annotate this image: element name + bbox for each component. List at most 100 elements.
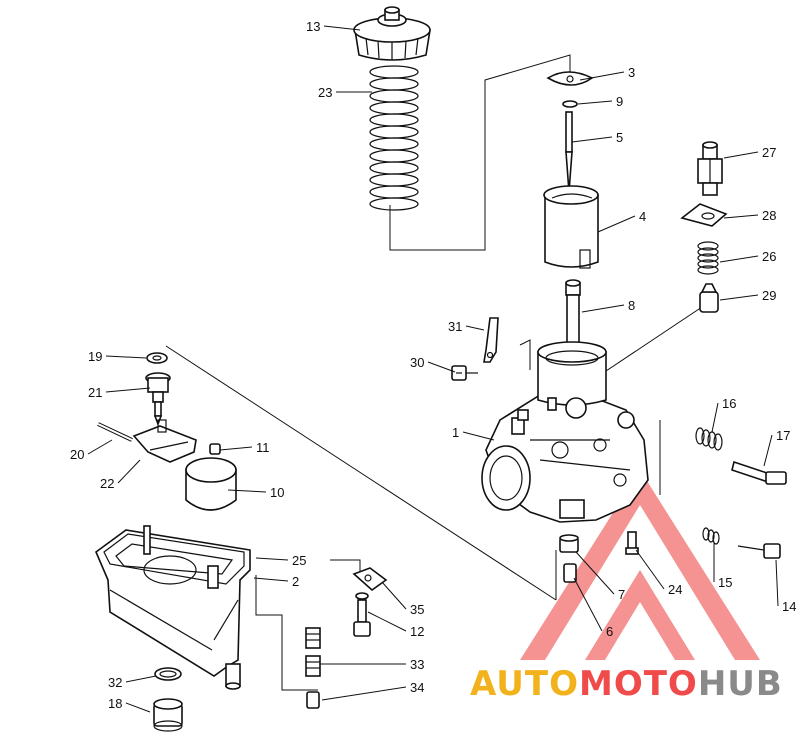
leader-line-26 (719, 255, 759, 263)
callout-24: 24 (668, 582, 682, 597)
leader-line-14 (775, 559, 779, 607)
leader-line-29 (719, 294, 759, 301)
callout-13: 13 (306, 19, 320, 34)
part-4-throttle-valve (543, 185, 599, 269)
callout-15: 15 (718, 575, 732, 590)
leader-line-24 (635, 549, 665, 590)
part-34-screw (306, 691, 320, 709)
watermark-triangle-logo (520, 470, 760, 660)
part-21-needle-valve (145, 372, 171, 427)
callout-5: 5 (616, 130, 623, 145)
leader-line-32 (125, 675, 157, 683)
assembly-border-lines (165, 54, 706, 691)
part-18-drain-plug (153, 698, 183, 732)
callout-18: 18 (108, 696, 122, 711)
callout-23: 23 (318, 85, 332, 100)
callout-11: 11 (256, 440, 270, 455)
callout-6: 6 (606, 624, 613, 639)
callout-17: 17 (776, 428, 790, 443)
callout-9: 9 (616, 94, 623, 109)
leader-line-6 (573, 577, 603, 632)
part-17-idle-screw (731, 460, 787, 485)
part-27-fitting (697, 141, 723, 196)
watermark-moto: MOTO (578, 664, 698, 704)
watermark-text: AUTOMOTOHUB (470, 664, 783, 704)
part-1-carburetor-body (481, 341, 649, 523)
callout-10: 10 (270, 485, 284, 500)
part-26-spring (697, 241, 719, 275)
leader-line-12 (367, 611, 407, 632)
leader-line-11 (219, 446, 253, 451)
part-6-main-jet (563, 563, 577, 583)
callout-27: 27 (762, 145, 776, 160)
leader-line-4 (597, 215, 636, 233)
callout-22: 22 (100, 476, 114, 491)
part-31-bracket (483, 317, 499, 363)
part-2-float-bowl (95, 525, 251, 690)
leader-line-31 (465, 325, 485, 331)
automotohub-watermark: AUTOMOTOHUB (470, 660, 800, 710)
leader-line-10 (227, 489, 267, 493)
part-11-float-pin (209, 443, 221, 455)
leader-line-35 (381, 581, 407, 610)
part-33-spring (305, 627, 321, 677)
callout-26: 26 (762, 249, 776, 264)
callout-8: 8 (628, 298, 635, 313)
leader-line-27 (723, 151, 759, 159)
callout-16: 16 (722, 396, 736, 411)
leader-line-34 (321, 686, 407, 701)
part-29-plunger (699, 283, 719, 313)
leader-line-30 (427, 361, 456, 373)
callout-2: 2 (292, 574, 299, 589)
leader-line-21 (105, 387, 151, 393)
callout-32: 32 (108, 675, 122, 690)
part-32-o-ring (154, 667, 182, 681)
part-16-spring (695, 427, 723, 451)
leader-line-17 (763, 434, 773, 467)
part-14-air-screw (737, 543, 781, 559)
callout-35: 35 (410, 602, 424, 617)
leader-line-28 (723, 214, 759, 219)
leader-line-18 (125, 702, 151, 713)
callout-19: 19 (88, 349, 102, 364)
callout-30: 30 (410, 355, 424, 370)
leader-line-22 (117, 459, 141, 484)
part-3-clip-plate (546, 71, 594, 86)
part-10-float (185, 457, 237, 511)
part-19-washer (146, 352, 168, 364)
leader-line-7 (575, 551, 615, 595)
part-15-spring (702, 527, 720, 545)
callout-21: 21 (88, 385, 102, 400)
leader-line-3 (579, 71, 625, 81)
leader-line-8 (581, 304, 625, 313)
part-9-e-clip (562, 100, 578, 108)
part-13-cap (353, 6, 431, 61)
part-12-bolt (353, 592, 371, 637)
callout-7: 7 (618, 587, 625, 602)
leader-line-5 (571, 136, 613, 143)
leader-line-20 (87, 439, 113, 455)
leader-line-2 (253, 577, 289, 582)
leader-line-25 (255, 557, 289, 561)
callout-3: 3 (628, 65, 635, 80)
callout-12: 12 (410, 624, 424, 639)
part-7-pilot-jet (559, 534, 579, 553)
part-23-spring (369, 65, 419, 211)
part-22-float-arm (132, 419, 197, 463)
callout-25: 25 (292, 553, 306, 568)
leader-line-16 (711, 402, 719, 433)
callout-34: 34 (410, 680, 424, 695)
callout-31: 31 (448, 319, 462, 334)
watermark-hub: HUB (697, 664, 783, 704)
callout-4: 4 (639, 209, 646, 224)
leader-line-1 (462, 431, 495, 441)
part-35-plate (352, 567, 388, 592)
part-28-plate (680, 203, 728, 227)
leader-line-19 (105, 355, 147, 359)
part-5-jet-needle (565, 111, 573, 193)
callout-33: 33 (410, 657, 424, 672)
callout-labels: 1323395427282629831301921112011617221025… (70, 19, 796, 713)
part-20-pin (97, 422, 133, 442)
callout-14: 14 (782, 599, 796, 614)
